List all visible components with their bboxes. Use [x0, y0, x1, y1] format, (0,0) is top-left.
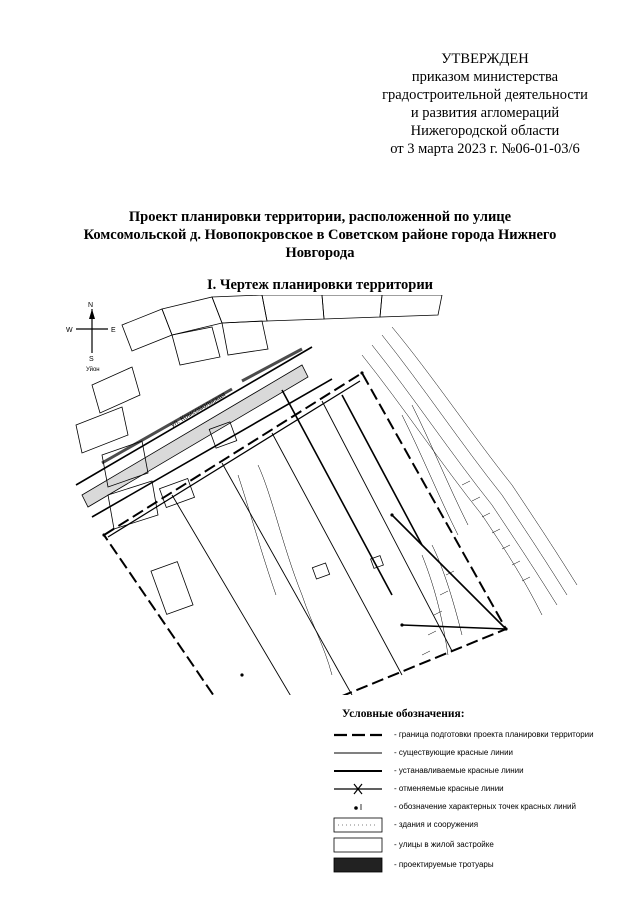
approval-line: УТВЕРЖДЕН: [441, 51, 529, 67]
dash-thick-icon: [334, 733, 382, 737]
map-corner-label: Уйон: [86, 366, 100, 373]
compass-north: N: [88, 302, 93, 309]
slope-hatching: [421, 480, 531, 656]
project-boundary: [102, 371, 508, 695]
relief-contours: [237, 326, 578, 676]
approval-line: градостроительной деятельности: [382, 87, 588, 103]
plot-lines: [171, 389, 507, 695]
point-icon: [354, 804, 362, 810]
section-heading: I. Чертеж планировки территории: [206, 277, 434, 293]
title-line: Проект планировки территории, расположен…: [128, 209, 512, 225]
legend-text: - обозначение характерных точек красных …: [394, 802, 576, 811]
legend-item-sidewalks: - проектируемые тротуары: [332, 857, 632, 873]
legend-item-buildings: - здания и сооружения: [332, 817, 632, 833]
cadastral-blocks: [75, 295, 443, 615]
legend-item-cancelled-red-lines: - отменяемые красные линии: [332, 781, 632, 797]
compass-west: W: [66, 327, 73, 334]
legend-item-red-line-points: - обозначение характерных точек красных …: [332, 799, 632, 815]
planning-map: N S W E Уйон ул. Комсомольская: [66, 295, 578, 695]
line-cross-icon: [334, 783, 382, 795]
legend-text: - проектируемые тротуары: [394, 860, 494, 869]
legend-item-streets: - улицы в жилой застройке: [332, 837, 632, 853]
legend-item-existing-red-lines: - существующие красные линии: [332, 745, 632, 761]
legend-text: - существующие красные линии: [394, 748, 514, 757]
title-line: Комсомольской д. Новопокровское в Советс…: [83, 227, 557, 243]
document-title: Проект планировки территории, расположен…: [60, 208, 580, 262]
box-dotted-icon: [333, 817, 383, 833]
legend-text: - улицы в жилой застройке: [394, 840, 494, 849]
legend-text: - граница подготовки проекта планировки …: [394, 730, 594, 739]
legend-text: - здания и сооружения: [394, 820, 479, 829]
line-thin-icon: [334, 752, 382, 754]
legend-text: - устанавливаемые красные линии: [394, 766, 524, 775]
title-line: Новгорода: [285, 245, 355, 261]
approval-line: Нижегородской области: [410, 123, 560, 139]
approval-line: приказом министерства: [411, 69, 559, 85]
street-corridor: ул. Комсомольская: [75, 346, 333, 518]
compass-south: S: [89, 356, 94, 363]
legend-title: Условные обозначения:: [342, 708, 465, 720]
legend-item-project-boundary: - граница подготовки проекта планировки …: [332, 727, 632, 743]
point-markers: [102, 371, 508, 677]
box-plain-icon: [333, 837, 383, 853]
approval-line: и развития агломераций: [410, 105, 560, 121]
compass-east: E: [111, 327, 116, 334]
approval-stamp: УТВЕРЖДЕН приказом министерства градостр…: [340, 50, 630, 158]
legend-text: - отменяемые красные линии: [394, 784, 504, 793]
approval-line: от 3 марта 2023 г. №06-01-03/6: [390, 141, 580, 157]
line-thick-icon: [334, 770, 382, 772]
legend-item-new-red-lines: - устанавливаемые красные линии: [332, 763, 632, 779]
compass-icon: N S W E Уйон: [66, 302, 116, 373]
box-dark-icon: [333, 857, 383, 873]
